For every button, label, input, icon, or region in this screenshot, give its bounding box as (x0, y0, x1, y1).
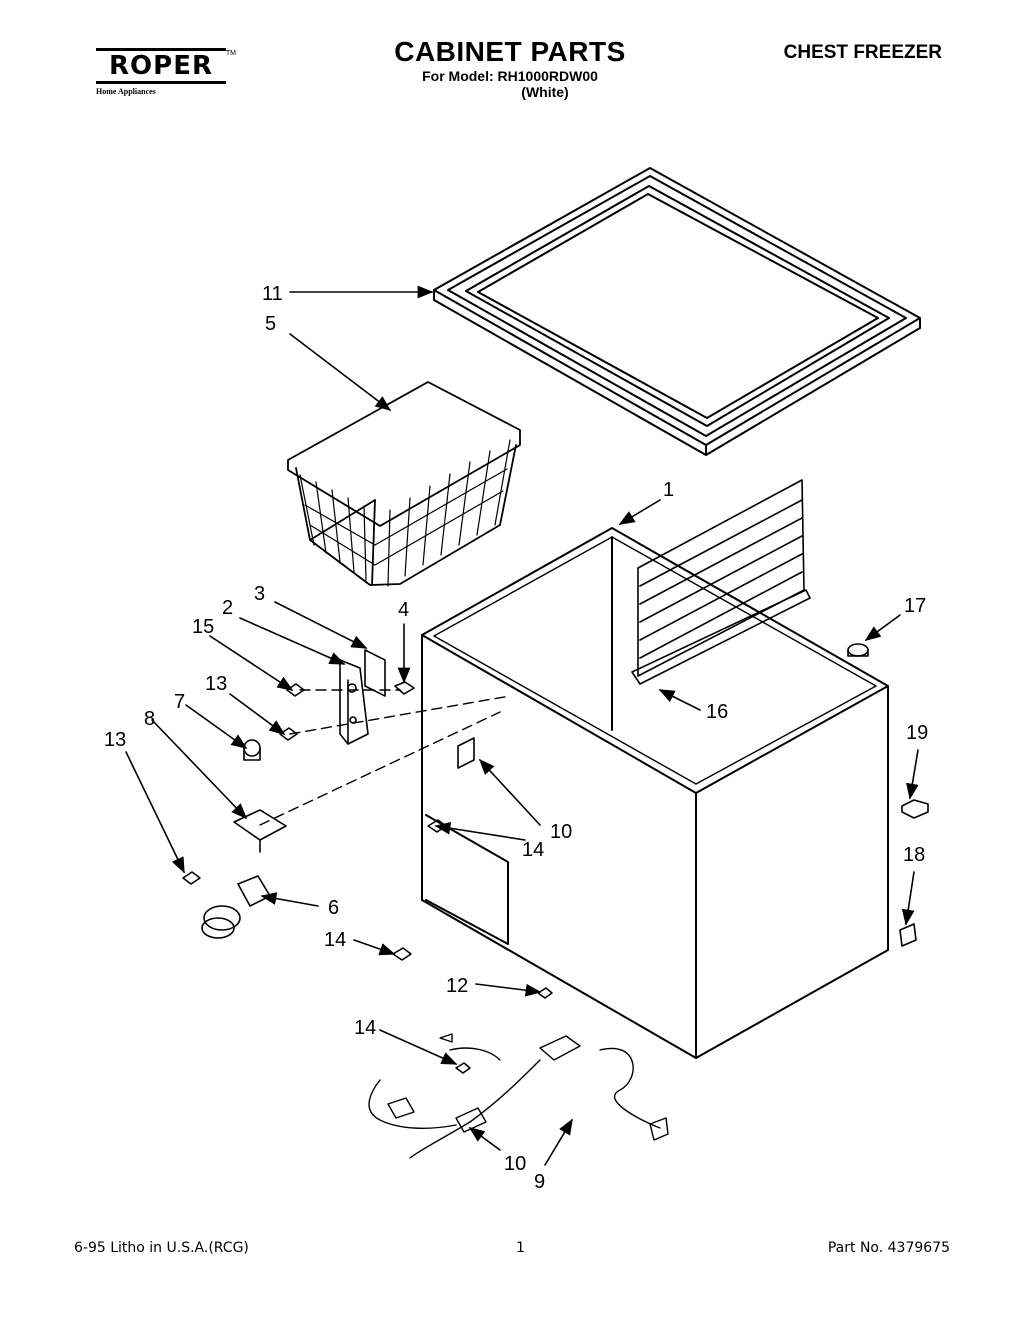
callout-16: 16 (706, 701, 728, 723)
assembly-line (259, 689, 511, 826)
callout-14-upper: 14 (522, 839, 544, 861)
callout-9: 9 (534, 1171, 545, 1193)
callout-5: 5 (265, 313, 276, 335)
footer-part-number: Part No. 4379675 (827, 1240, 950, 1256)
callout-14-middle: 14 (324, 929, 346, 951)
roper-logo: ROPER TM Home Appliances (96, 48, 236, 96)
cabinet (421, 527, 889, 1059)
page-title: CABINET PARTS (394, 36, 626, 67)
screws (182, 683, 553, 1074)
callout-10-lower: 10 (504, 1153, 526, 1175)
light-switch-assembly (201, 739, 287, 939)
callout-1: 1 (663, 479, 674, 501)
lid-gasket (433, 167, 921, 456)
title-block: CABINET PARTS For Model: RH1000RDW00 (Wh… (380, 36, 640, 100)
callout-17: 17 (904, 595, 926, 617)
callout-18: 18 (903, 844, 925, 866)
color-line: (White) (521, 84, 569, 100)
model-line: For Model: RH1000RDW00 (422, 68, 598, 84)
callout-3: 3 (254, 583, 265, 605)
wiring-harness (368, 1033, 669, 1159)
callout-6: 6 (328, 897, 339, 919)
callout-8: 8 (144, 708, 155, 730)
callout-2: 2 (222, 597, 233, 619)
callout-numbers: 11 5 1 3 4 2 15 17 13 7 8 16 13 19 10 14… (104, 283, 928, 1193)
callout-15: 15 (192, 616, 214, 638)
callout-4: 4 (398, 599, 409, 621)
callout-13-upper: 13 (205, 673, 227, 695)
leader-lines (125, 285, 919, 1166)
callout-7: 7 (174, 691, 185, 713)
callout-13-lower: 13 (104, 729, 126, 751)
brand-name: ROPER (109, 51, 213, 81)
callout-14-lower: 14 (354, 1017, 376, 1039)
hinge-assembly (339, 649, 415, 745)
callout-10-upper: 10 (550, 821, 572, 843)
wire-basket (287, 381, 521, 587)
callout-12: 12 (446, 975, 468, 997)
footer-page-number: 1 (516, 1240, 525, 1256)
brand-tagline: Home Appliances (96, 87, 156, 96)
callout-11: 11 (262, 283, 283, 305)
small-parts (457, 643, 929, 947)
product-type: CHEST FREEZER (783, 42, 942, 63)
callout-19: 19 (906, 722, 928, 744)
divider-panel (631, 479, 811, 685)
footer-print-info: 6-95 Litho in U.S.A.(RCG) (74, 1240, 249, 1256)
